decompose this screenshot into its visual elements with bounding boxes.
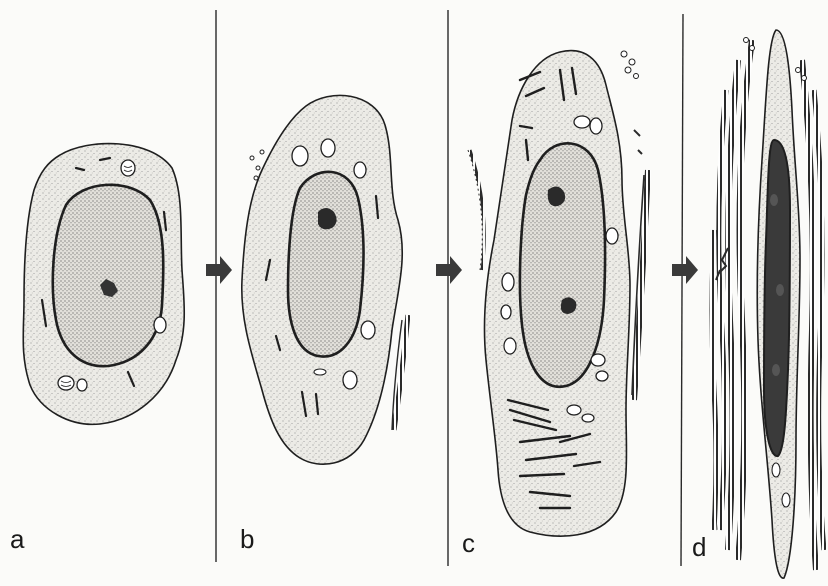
arrow-3-icon <box>672 256 698 284</box>
panel-label-b: b <box>240 524 254 554</box>
panel-c-cell <box>468 51 648 537</box>
panel-b-cell <box>242 95 408 464</box>
panel-label-c: c <box>462 528 475 558</box>
arrow-1-icon <box>206 256 232 284</box>
divider-3 <box>681 14 683 566</box>
arrow-2-icon <box>436 256 462 284</box>
panel-label-d: d <box>692 532 706 562</box>
panel-label-a: a <box>10 524 25 554</box>
panel-d-cell <box>712 30 824 578</box>
panel-a-cell <box>23 144 184 425</box>
